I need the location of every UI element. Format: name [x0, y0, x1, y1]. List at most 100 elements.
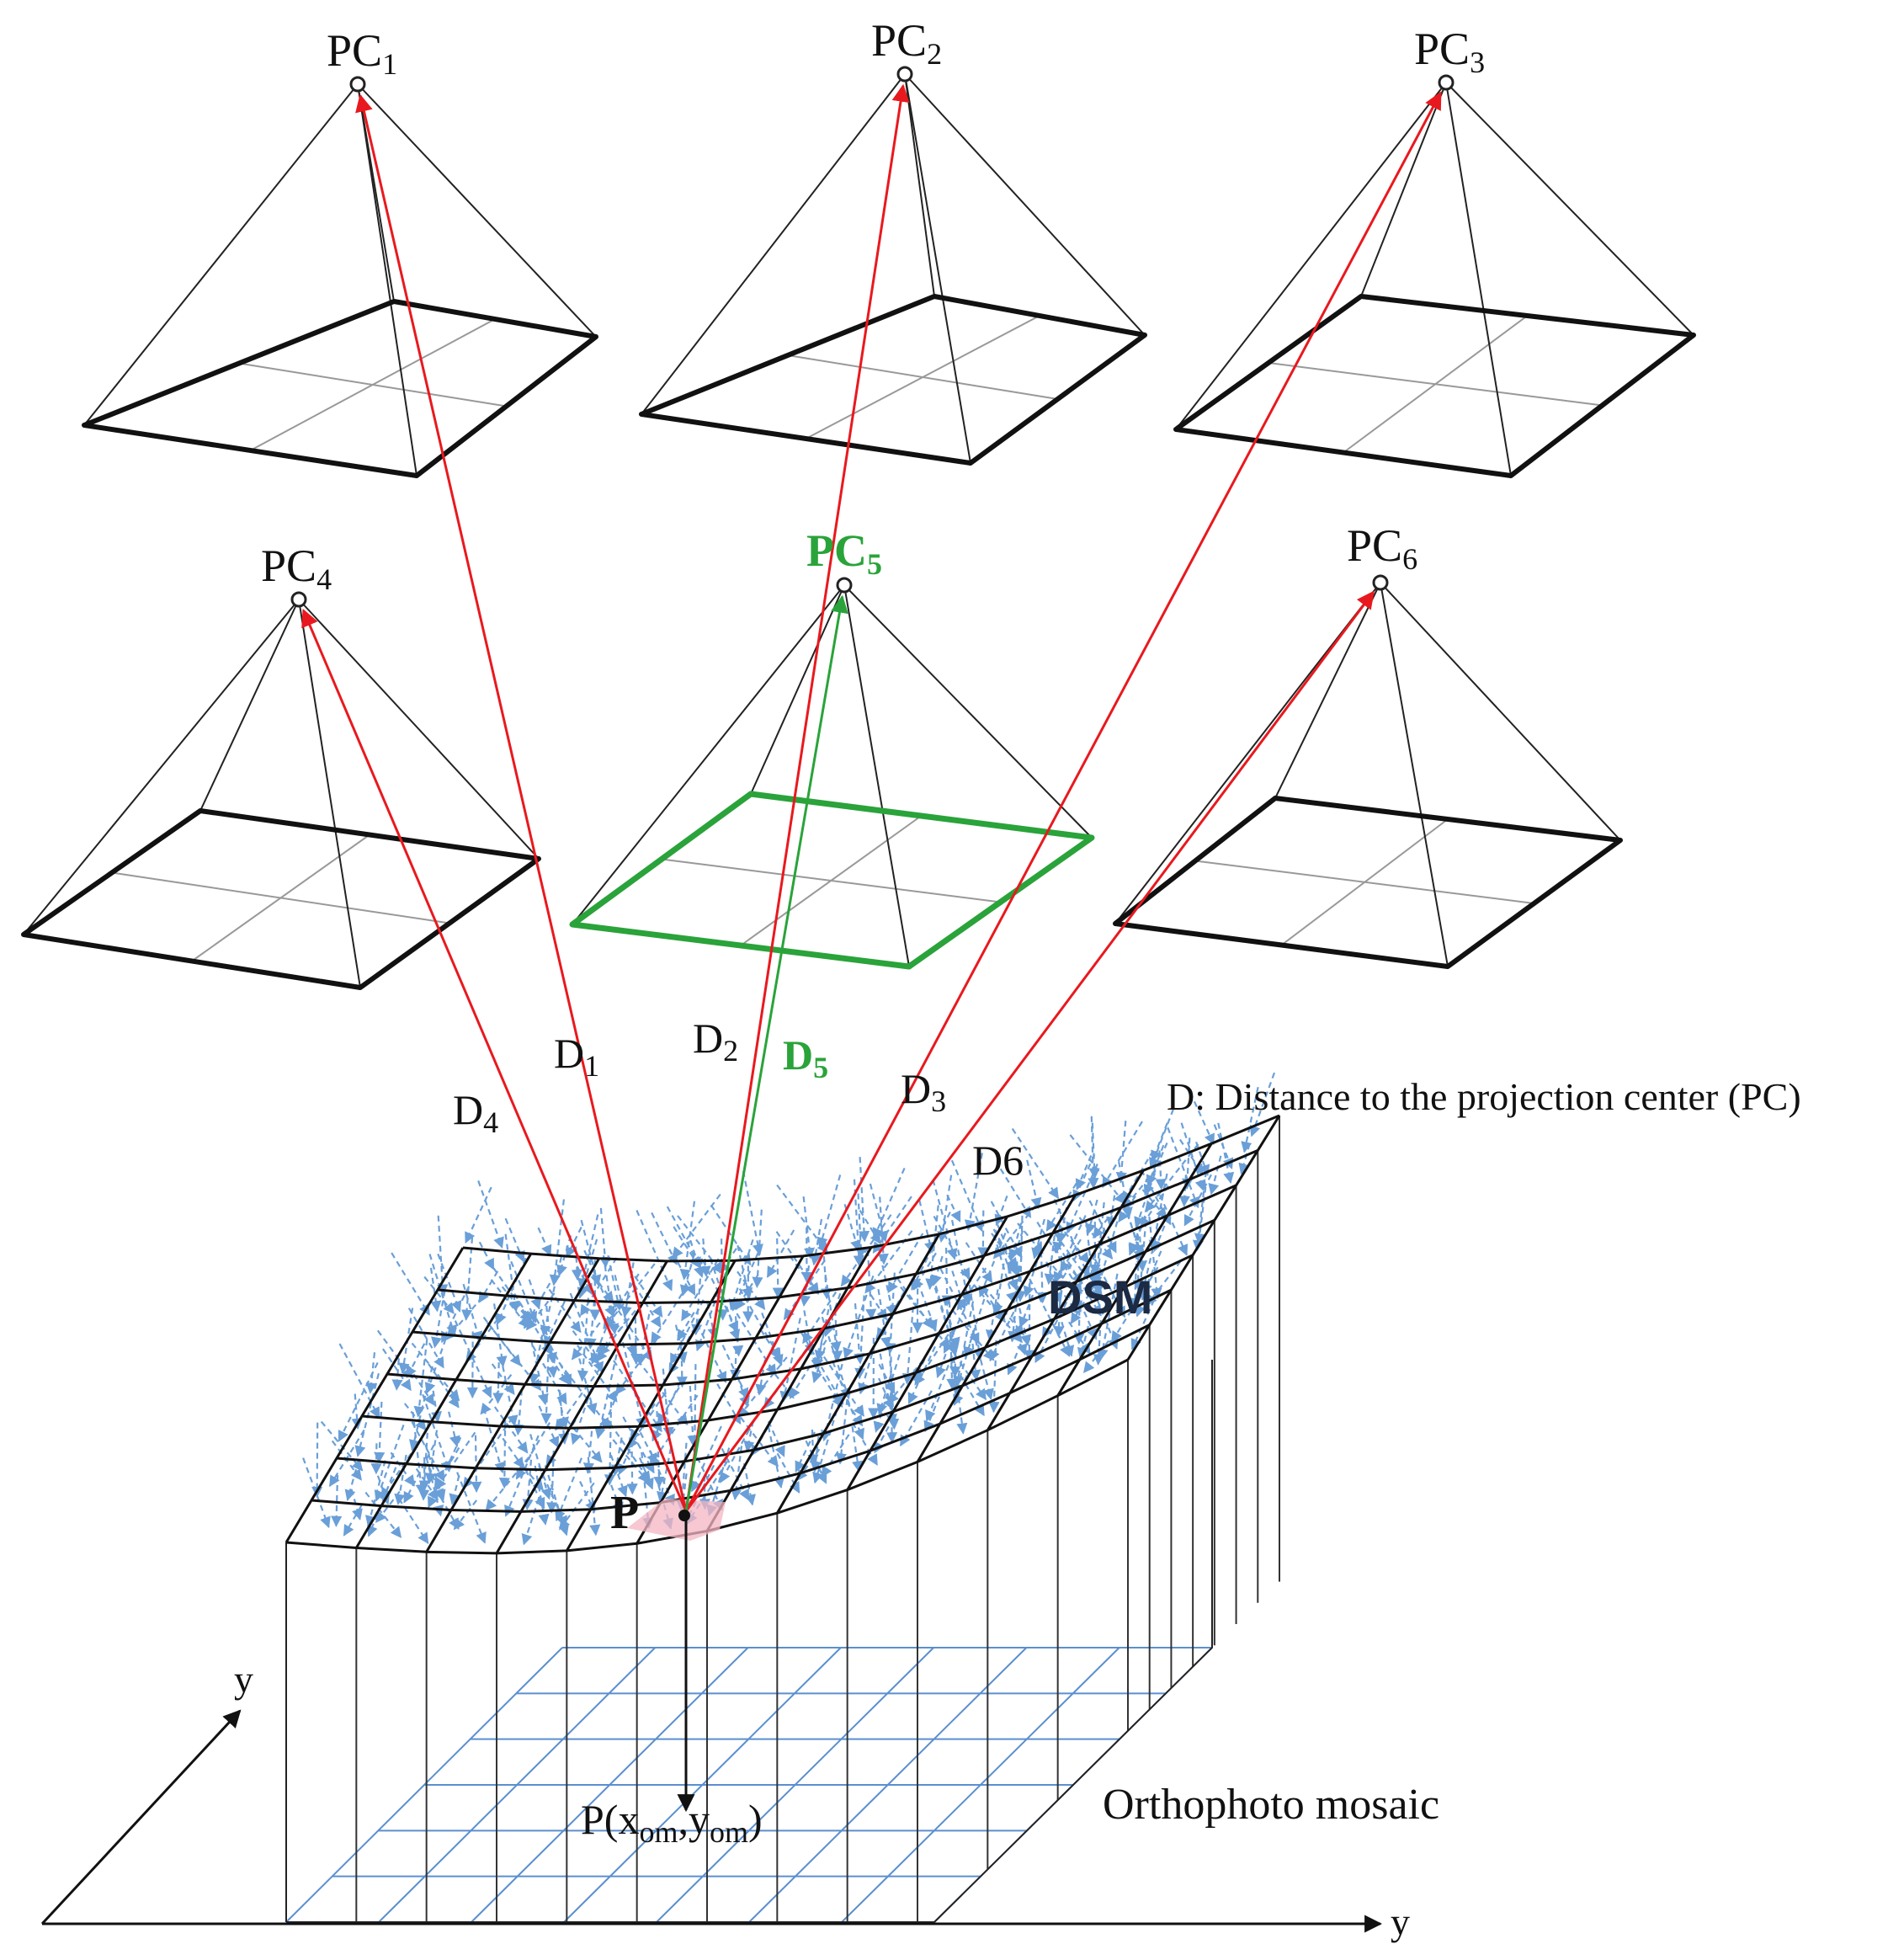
- dsm-vector: [604, 1401, 616, 1486]
- dsm-vector: [918, 1200, 935, 1254]
- dsm-vector: [672, 1253, 696, 1296]
- dsm-vector: [963, 1289, 989, 1358]
- frustum-edge: [1175, 82, 1447, 430]
- dsm-vector: [381, 1348, 412, 1392]
- dsm-vector: [1051, 1278, 1078, 1314]
- dsm-vector: [735, 1274, 759, 1311]
- projection-center: [836, 577, 853, 594]
- dsm-vector: [662, 1368, 674, 1439]
- dsm-vector: [577, 1214, 599, 1290]
- dsm-vector: [403, 1403, 427, 1431]
- dsm-vector: [587, 1457, 601, 1537]
- dsm-vector: [1026, 1159, 1042, 1210]
- dsm-vector: [375, 1490, 401, 1524]
- dsm-vector: [1069, 1134, 1125, 1205]
- dsm-vector: [840, 1393, 864, 1427]
- dsm-mesh-line: [846, 1216, 1008, 1491]
- dsm-vector: [728, 1238, 754, 1311]
- dsm-vector: [737, 1244, 753, 1300]
- label-d2: D2: [693, 1015, 738, 1068]
- dsm-vector: [650, 1284, 689, 1344]
- frustum-edge: [1274, 582, 1381, 799]
- dsm-vector: [716, 1383, 742, 1425]
- distance-labels: D1 D2 D5 D3 D4 D6: [453, 1015, 1024, 1184]
- dsm-vector: [435, 1431, 476, 1490]
- image-plane: [1113, 796, 1623, 969]
- dsm-vector: [555, 1367, 601, 1431]
- dsm-vector: [977, 1210, 989, 1259]
- dsm-vector: [970, 1333, 981, 1382]
- dsm-vector: [1023, 1251, 1041, 1298]
- dsm-vector: [461, 1237, 474, 1321]
- dsm-vector: [604, 1263, 656, 1329]
- frustum-edge: [83, 83, 359, 426]
- dsm-vector: [498, 1419, 510, 1489]
- dsm-vector: [1141, 1250, 1162, 1295]
- dsm-vector: [302, 1457, 331, 1529]
- dsm-vector: [1152, 1206, 1173, 1253]
- dsm-vector: [1178, 1174, 1190, 1207]
- camera-3: [1173, 74, 1696, 478]
- dsm-vector: [696, 1324, 727, 1383]
- dsm-vector: [1144, 1143, 1199, 1212]
- dsm-vector: [885, 1272, 896, 1355]
- dsm-vector: [594, 1354, 618, 1440]
- camera-pyramids: [21, 66, 1696, 990]
- frustum-edge: [298, 599, 540, 860]
- dsm-vector: [331, 1440, 363, 1481]
- dsm-vector: [428, 1363, 460, 1409]
- dsm-vector: [1148, 1217, 1162, 1300]
- dsm-vector: [796, 1448, 821, 1482]
- dsm-vector: [558, 1389, 570, 1445]
- dsm-vector: [1066, 1164, 1098, 1234]
- dsm-vector: [737, 1270, 766, 1310]
- dsm-vector: [418, 1422, 430, 1501]
- dsm-vector: [800, 1331, 844, 1405]
- dsm-vector: [548, 1288, 582, 1334]
- dsm-vector: [736, 1313, 777, 1377]
- dsm-vector: [544, 1465, 570, 1537]
- dsm-vector: [901, 1307, 914, 1385]
- dsm-vector: [1135, 1236, 1148, 1272]
- dsm-vector: [454, 1320, 492, 1398]
- dsm-mesh-line: [285, 1247, 465, 1543]
- dsm-vector: [843, 1203, 861, 1252]
- dsm-mesh-line: [1126, 1115, 1281, 1361]
- dsm-vector: [689, 1364, 701, 1447]
- dsm-vector: [1155, 1150, 1167, 1190]
- dsm-vector: [311, 1422, 323, 1499]
- dsm-vector: [391, 1252, 430, 1316]
- dsm-vector: [585, 1290, 597, 1350]
- dsm-vector: [577, 1297, 589, 1382]
- dsm-vector: [579, 1257, 618, 1317]
- label-d1: D1: [554, 1030, 599, 1083]
- frustum-edge: [298, 599, 361, 988]
- dsm-vector: [1178, 1138, 1205, 1176]
- dsm-vector: [1047, 1239, 1083, 1285]
- dsm-vector: [626, 1441, 638, 1495]
- dsm-vector: [1012, 1317, 1028, 1356]
- projection-center: [1438, 74, 1455, 91]
- dsm-vector: [354, 1372, 380, 1457]
- label-d6: D6: [972, 1137, 1024, 1184]
- label-pc2: PC2: [871, 15, 942, 71]
- dsm-vector: [1085, 1199, 1098, 1235]
- projection-center: [896, 66, 913, 83]
- label-d4: D4: [453, 1086, 498, 1139]
- dsm-mesh-line: [355, 1253, 533, 1549]
- dsm-vector: [530, 1340, 549, 1406]
- camera-2: [639, 66, 1147, 466]
- dsm-vector: [639, 1431, 657, 1465]
- dsm-vector: [1101, 1121, 1143, 1189]
- dsm-vector: [872, 1196, 912, 1254]
- dsm-vector: [407, 1365, 435, 1406]
- frustum-edge: [1445, 82, 1512, 477]
- dsm-vector: [931, 1277, 958, 1354]
- dsm-vector: [633, 1284, 662, 1329]
- dsm-vector: [854, 1295, 866, 1380]
- point-p-cell: [627, 1499, 726, 1541]
- dsm-vector: [854, 1303, 865, 1365]
- dsm-vector: [933, 1215, 971, 1280]
- dsm-vector: [674, 1324, 688, 1364]
- image-plane: [1173, 294, 1696, 478]
